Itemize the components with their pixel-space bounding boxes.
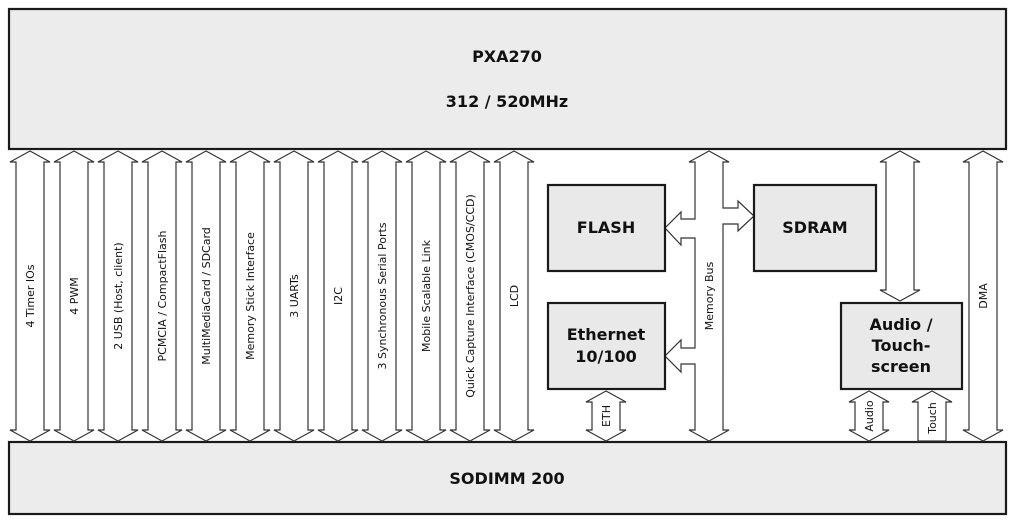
signal-label-timer: 4 Timer IOs — [24, 264, 37, 327]
signal-label-memstick: Memory Stick Interface — [244, 232, 257, 360]
sdram-box — [752, 183, 878, 273]
signal-arrow-pcmcia — [141, 150, 183, 442]
audio-touchscreen-box — [839, 301, 964, 391]
signal-label-ssp: 3 Synchronous Serial Ports — [376, 222, 389, 369]
signal-arrow-uarts — [273, 150, 315, 442]
flash-box — [546, 183, 667, 273]
audio-box-line3: screen — [871, 357, 931, 376]
signal-label-uarts: 3 UARTs — [288, 274, 301, 318]
audio-label: Audio — [863, 400, 876, 432]
signal-arrow-memstick — [229, 150, 271, 442]
audio-arrow — [848, 390, 890, 442]
signal-arrow-mmc — [185, 150, 227, 442]
signal-label-qci: Quick Capture Interface (CMOS/CCD) — [464, 194, 477, 398]
ethernet-label-line2: 10/100 — [575, 347, 637, 366]
cpu-frequency: 312 / 520MHz — [446, 92, 568, 111]
signal-label-i2c: I2C — [332, 287, 345, 305]
signal-arrow-i2c — [317, 150, 359, 442]
cpu-box — [7, 7, 1008, 151]
signal-arrow-lcd — [493, 150, 535, 442]
signal-arrow-timer — [9, 150, 51, 442]
signal-arrow-msl — [405, 150, 447, 442]
signal-arrow-usb — [97, 150, 139, 442]
eth-label: ETH — [600, 405, 613, 427]
signal-label-mmc: MultiMediaCard / SDCard — [200, 227, 213, 365]
signal-label-msl: Mobile Scalable Link — [420, 239, 433, 352]
flash-label: FLASH — [577, 218, 635, 237]
signal-label-pcmcia: PCMCIA / CompactFlash — [156, 230, 169, 361]
cpu-name: PXA270 — [472, 47, 542, 66]
ethernet-box — [546, 301, 667, 391]
audio-cpu-arrow — [879, 150, 921, 302]
ethernet-label-line1: Ethernet — [567, 325, 646, 344]
touch-label: Touch — [926, 402, 939, 435]
signal-label-lcd: LCD — [508, 285, 521, 307]
eth-arrow — [585, 390, 627, 442]
signal-arrow-qci — [449, 150, 491, 442]
touch-arrow — [911, 390, 953, 442]
dma-arrow — [962, 150, 1004, 442]
dma-label: DMA — [977, 283, 990, 309]
sodimm-label: SODIMM 200 — [449, 469, 564, 488]
signal-arrow-pwm — [53, 150, 95, 442]
signal-label-pwm: 4 PWM — [68, 277, 81, 315]
memory-bus-arrow — [664, 150, 755, 442]
audio-box-line2: Touch- — [872, 336, 931, 355]
memory-bus-label: Memory Bus — [703, 261, 716, 330]
sodimm-box — [7, 440, 1008, 516]
audio-box-line1: Audio / — [869, 315, 932, 334]
signal-label-usb: 2 USB (Host, client) — [112, 242, 125, 349]
sdram-label: SDRAM — [782, 218, 847, 237]
signal-arrow-ssp — [361, 150, 403, 442]
